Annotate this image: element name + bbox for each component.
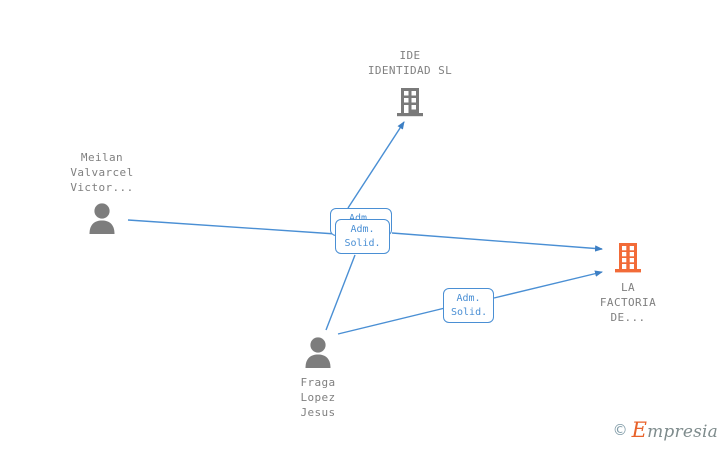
node-la-factoria[interactable]: LA FACTORIA DE... <box>568 240 688 325</box>
person-icon-wrap-fraga <box>258 336 378 368</box>
node-fraga-lopez[interactable]: Fraga Lopez Jesus <box>258 336 378 420</box>
building-icon-wrap-factoria <box>568 240 688 274</box>
person-icon <box>89 203 115 234</box>
badge-adm-solid-center[interactable]: Adm. Solid. <box>335 219 390 254</box>
copyright-symbol: © <box>612 421 628 439</box>
node-label-ide-identidad: IDE IDENTIDAD SL <box>367 49 453 77</box>
person-icon-wrap-meilan <box>42 202 162 234</box>
watermark-initial: E <box>631 418 648 442</box>
building-icon-wrap-ide <box>340 84 480 118</box>
edge-adm-to-ide <box>347 121 405 209</box>
node-label-fraga-lopez: Fraga Lopez Jesus <box>300 376 336 419</box>
building-icon <box>397 88 423 117</box>
node-ide-identidad[interactable]: IDE IDENTIDAD SL <box>340 48 480 118</box>
edge-fraga-to-adm-center <box>325 254 356 331</box>
edge-fraga-to-adm-right <box>337 307 446 335</box>
person-icon <box>305 337 331 368</box>
watermark: © Empresia <box>613 418 718 442</box>
node-label-meilan-valvarcel: Meilan Valvarcel Victor... <box>70 151 134 194</box>
node-label-la-factoria: LA FACTORIA DE... <box>599 281 657 324</box>
building-icon <box>615 243 641 273</box>
watermark-brand: Empresia <box>632 418 718 442</box>
badge-adm-solid-right[interactable]: Adm. Solid. <box>443 288 494 323</box>
node-meilan-valvarcel[interactable]: Meilan Valvarcel Victor... <box>42 150 162 234</box>
watermark-rest: mpresia <box>647 422 718 442</box>
